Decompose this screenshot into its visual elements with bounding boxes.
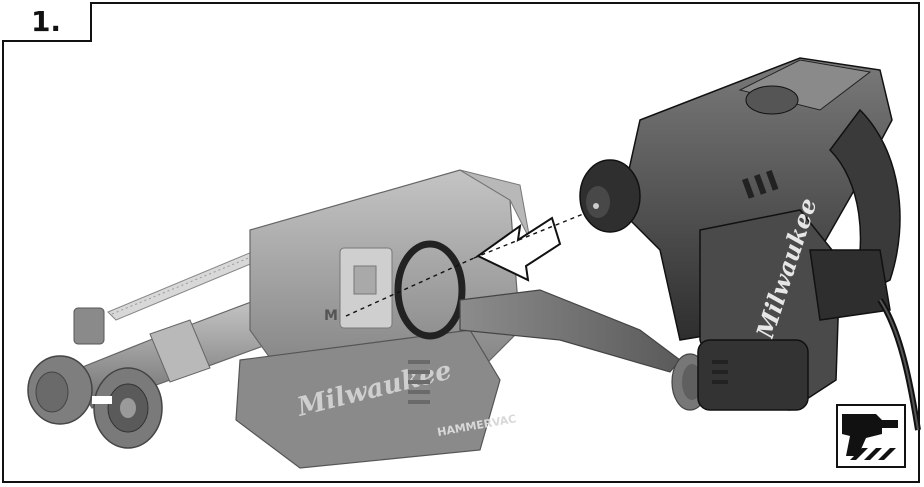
hammer-drill-mode-icon bbox=[836, 404, 906, 468]
side-handle bbox=[459, 289, 681, 373]
step-number-label: 1. bbox=[2, 2, 92, 42]
attachment-collar-ring bbox=[394, 240, 466, 340]
insertion-arrow bbox=[476, 216, 562, 282]
rotary-hammer-drill: Milwaukee bbox=[579, 57, 921, 431]
dust-extractor-attachment: Milwaukee HAMMERVAC M12 bbox=[27, 169, 709, 469]
alignment-line-upper bbox=[473, 207, 599, 259]
